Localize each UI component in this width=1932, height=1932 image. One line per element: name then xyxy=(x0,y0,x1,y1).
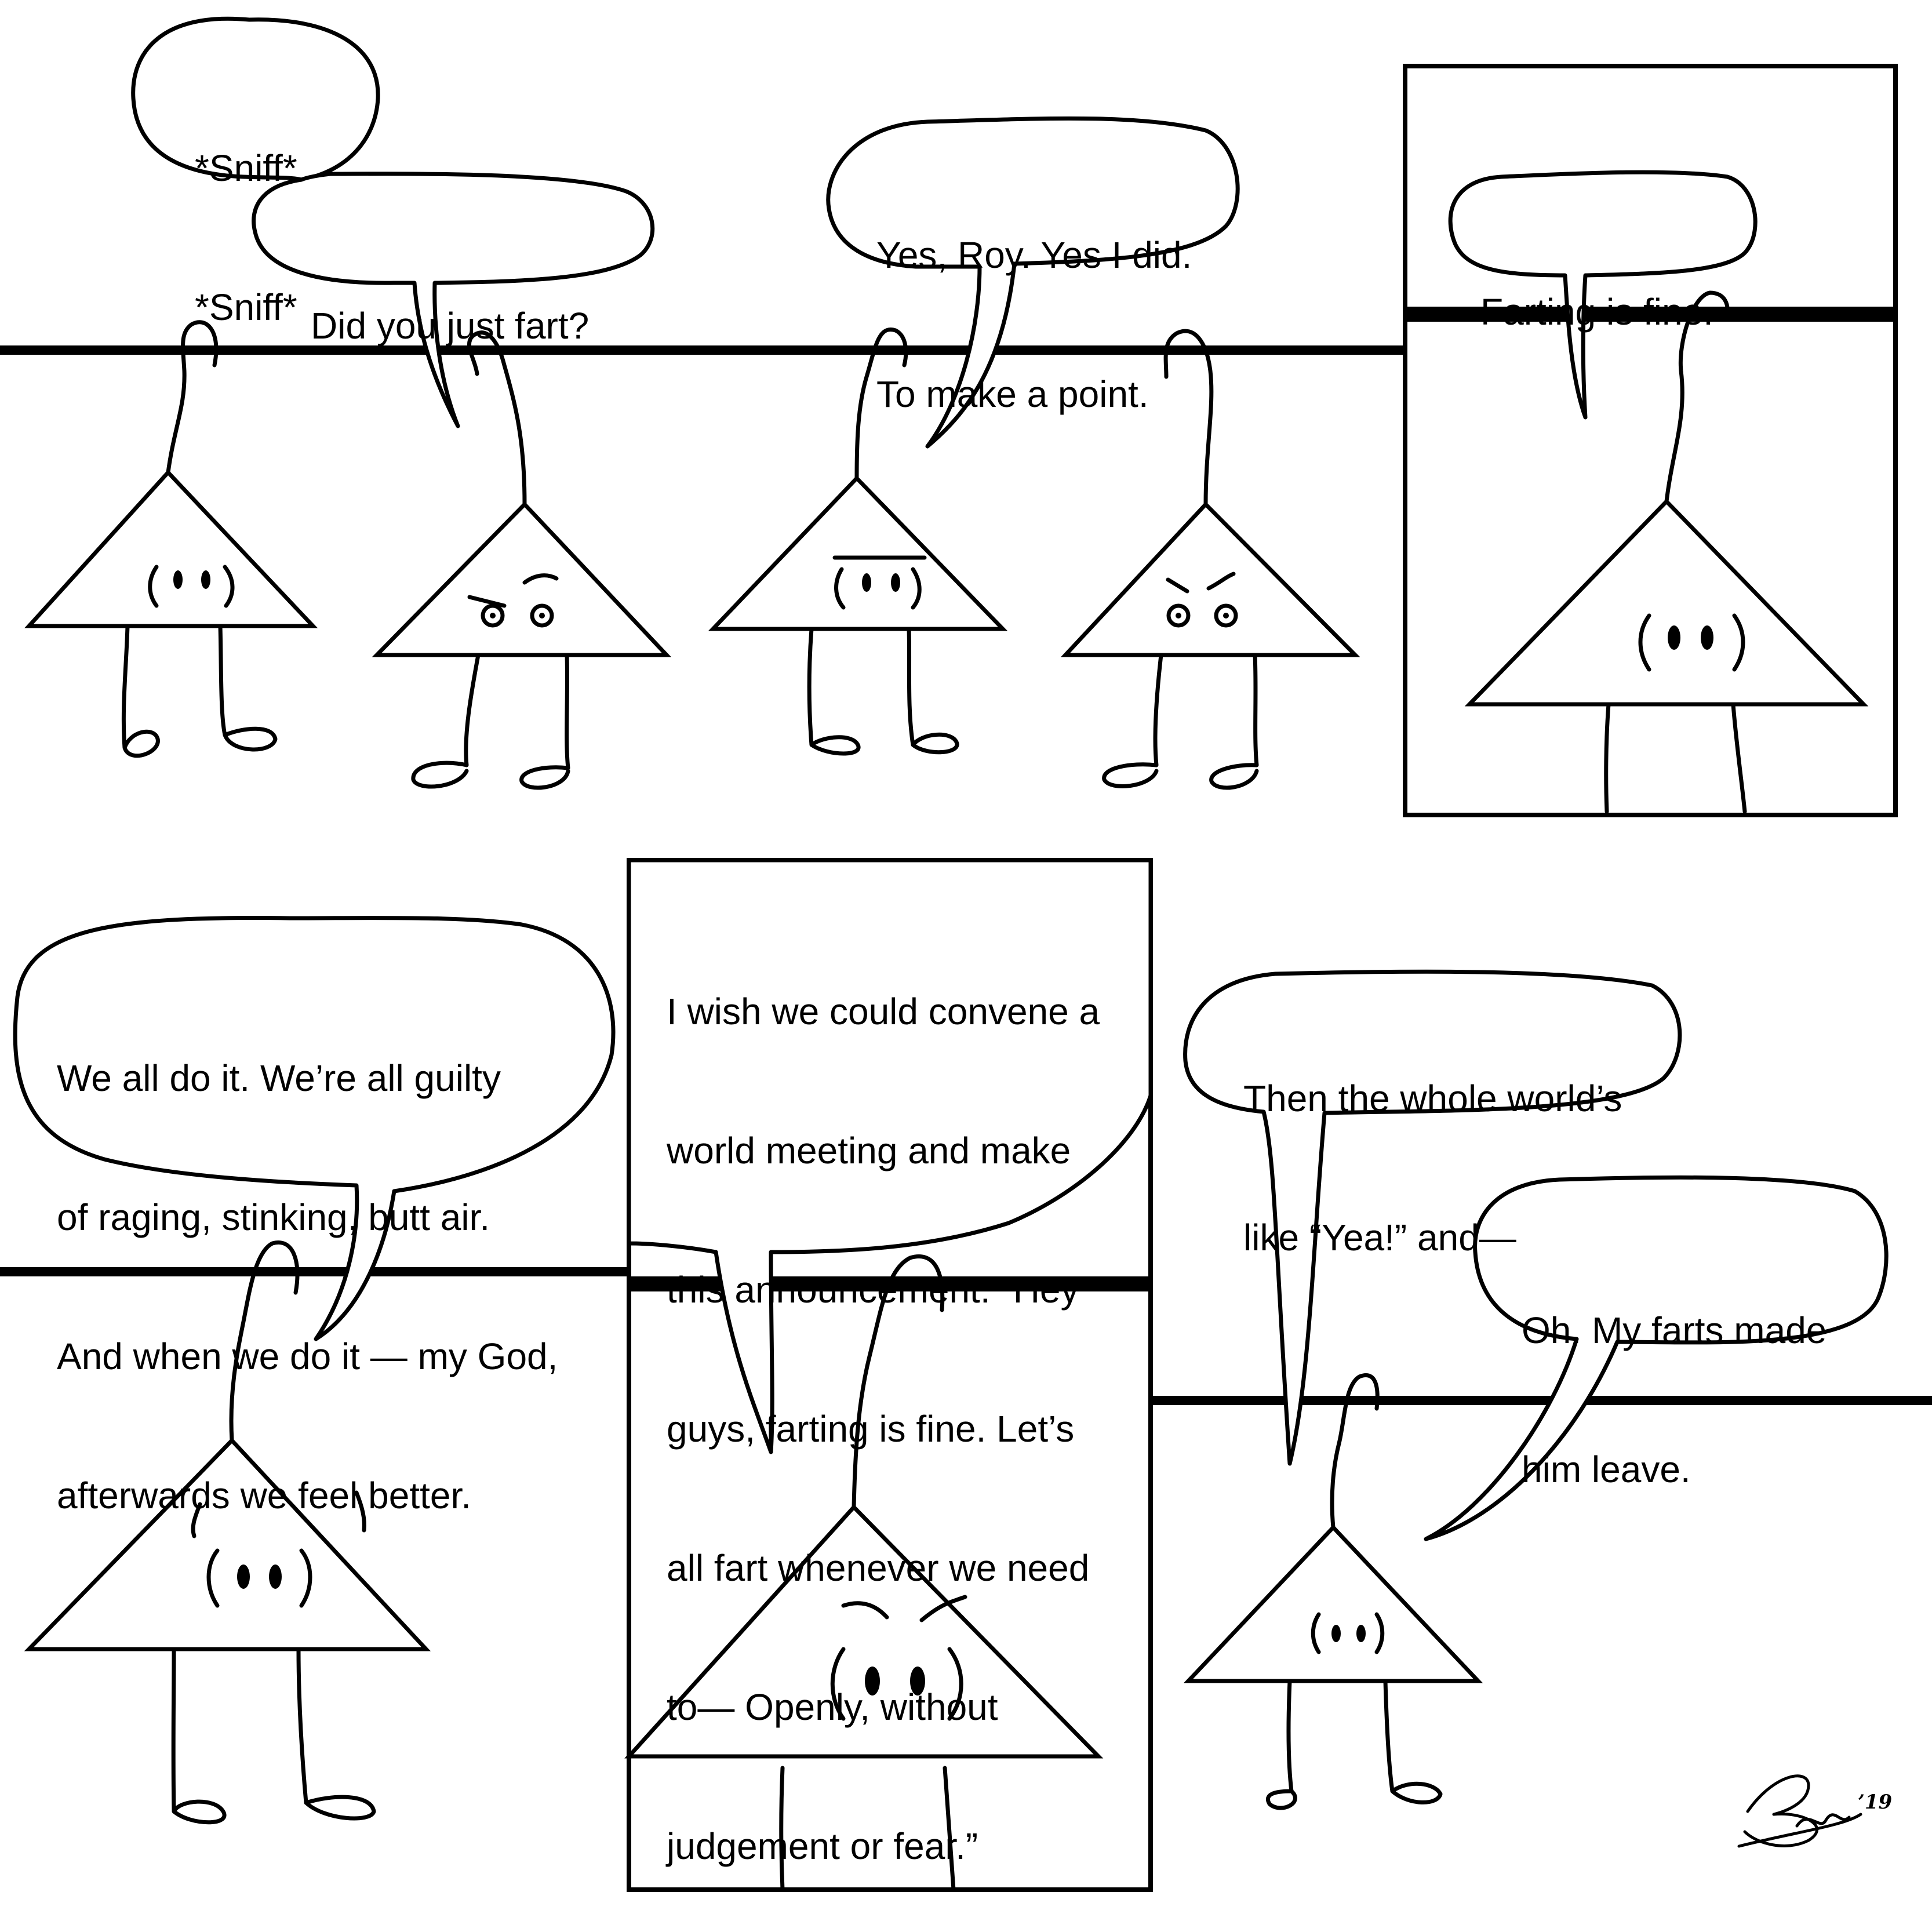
whole-world-bubble-shape xyxy=(1183,969,1682,1466)
world-meeting-line-4: guys, farting is fine. Let’s xyxy=(667,1408,1075,1450)
character-panel-6 xyxy=(1183,1373,1483,1810)
did-you-just-fart-text: Did you just fart? xyxy=(311,210,589,395)
yes-roy-line-1: Yes, Roy. Yes I did. xyxy=(876,234,1192,276)
yes-roy-line-2: To make a point. xyxy=(876,373,1149,415)
world-meeting-line-7: judgement or fear.” xyxy=(667,1825,978,1867)
world-meeting-line-2: world meeting and make xyxy=(667,1130,1071,1171)
we-all-do-it-line-4: afterwards we feel better. xyxy=(57,1475,472,1516)
farts-made-him-leave-bubble-shape xyxy=(1424,1175,1889,1541)
signature-year: ’19 xyxy=(1858,1791,1892,1814)
whole-world-line-2: like “Yea!” and— xyxy=(1243,1217,1516,1258)
farts-made-him-leave-text: Oh. My farts made him leave. xyxy=(1522,1214,1827,1539)
character-panel-5 xyxy=(624,1254,1104,1892)
character-speaker xyxy=(708,328,1008,756)
sniff-line-1: *Sniff* xyxy=(195,147,297,189)
farts-made-him-leave-line-1: Oh. My farts made xyxy=(1522,1309,1827,1351)
farting-is-fine-line-1: Farting is fine. xyxy=(1480,291,1713,333)
character-listener-1 xyxy=(372,330,672,790)
yes-roy-bubble-shape xyxy=(826,116,1240,449)
sniff-line-2: *Sniff* xyxy=(195,286,297,328)
we-all-do-it-line-2: of raging, stinking, butt air. xyxy=(57,1196,490,1238)
we-all-do-it-bubble-shape xyxy=(13,916,616,1341)
world-meeting-line-3: this announcement: “Hey xyxy=(667,1269,1079,1311)
did-you-just-fart-line-1: Did you just fart? xyxy=(311,305,590,347)
sniff-bubble-shape xyxy=(131,16,380,182)
did-you-just-fart-bubble-shape xyxy=(252,172,655,428)
world-meeting-line-1: I wish we could convene a xyxy=(667,991,1100,1032)
world-meeting-bubble-shape xyxy=(627,858,1153,1454)
world-meeting-line-6: to— Openly, without xyxy=(667,1686,998,1728)
sniff-text: *Sniff* *Sniff* xyxy=(195,52,297,377)
character-listener-2 xyxy=(1060,329,1360,790)
yes-roy-text: Yes, Roy. Yes I did. To make a point. xyxy=(876,139,1192,464)
character-panel-4 xyxy=(24,1240,431,1825)
signature-mark: ’19 xyxy=(1737,1774,1892,1848)
we-all-do-it-line-1: We all do it. We’re all guilty xyxy=(57,1057,501,1099)
farting-is-fine-bubble-shape xyxy=(1448,170,1758,420)
farting-is-fine-text: Farting is fine. xyxy=(1480,196,1713,381)
whole-world-line-1: Then the whole world’s xyxy=(1243,1078,1622,1119)
character-closeup xyxy=(1464,290,1869,814)
we-all-do-it-line-3: And when we do it — my God, xyxy=(57,1336,558,1377)
we-all-do-it-text: We all do it. We’re all guilty of raging… xyxy=(57,962,558,1565)
world-meeting-text: I wish we could convene a world meeting … xyxy=(667,896,1100,1916)
character-roy xyxy=(24,320,318,758)
farts-made-him-leave-line-2: him leave. xyxy=(1522,1449,1691,1490)
whole-world-text: Then the whole world’s like “Yea!” and— xyxy=(1243,983,1622,1307)
world-meeting-line-5: all fart whenever we need xyxy=(667,1547,1090,1589)
